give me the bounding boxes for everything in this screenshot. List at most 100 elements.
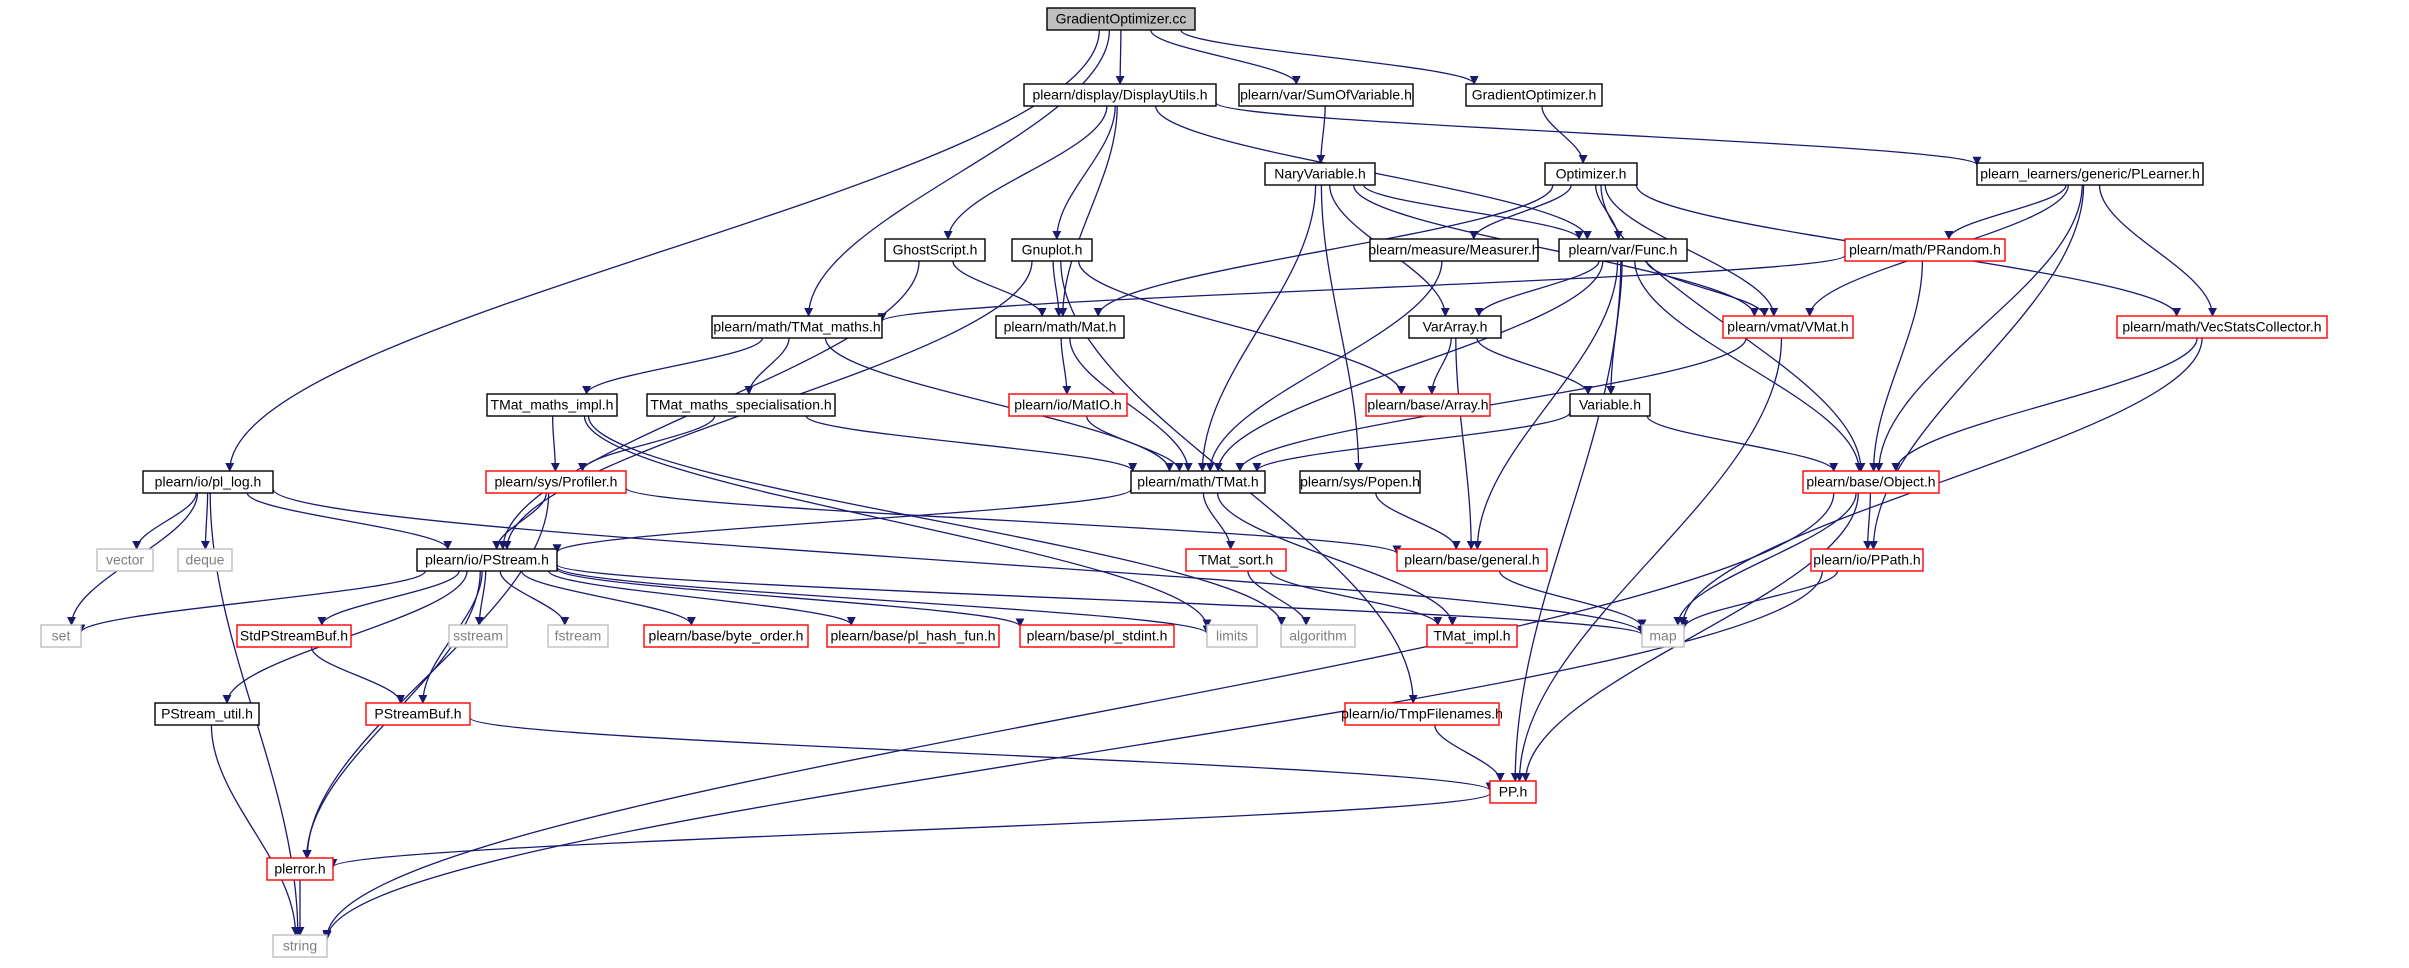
- node-optimizer[interactable]: Optimizer.h: [1544, 162, 1638, 186]
- include-edge-displayutils-to-ghostscript: [943, 105, 1108, 240]
- node-box: [1396, 548, 1548, 572]
- node-box: [2116, 315, 2328, 339]
- node-box: [1810, 548, 1924, 572]
- node-label: plearn/io/TmpFilenames.h: [1341, 706, 1503, 722]
- include-edge-mat-to-matio: [1060, 337, 1072, 395]
- node-popen[interactable]: plearn/sys/Popen.h: [1299, 470, 1421, 494]
- include-edge-ghostscript-to-mat: [952, 260, 1047, 317]
- node-byte-order[interactable]: plearn/base/byte_order.h: [643, 624, 809, 648]
- include-edge-measurer-to-tmat: [1205, 260, 1443, 472]
- node-variable[interactable]: Variable.h: [1569, 393, 1651, 417]
- node-label: GhostScript.h: [893, 242, 978, 258]
- node-tmat-impl[interactable]: TMat_impl.h: [1426, 624, 1518, 648]
- node-fstream: fstream: [547, 624, 609, 648]
- node-vararray[interactable]: VarArray.h: [1408, 315, 1502, 339]
- node-tmpfilenames[interactable]: plearn/io/TmpFilenames.h: [1341, 702, 1503, 726]
- include-edge-optimizer-to-vmat: [1604, 184, 1779, 317]
- node-pstream-util[interactable]: PStream_util.h: [154, 702, 260, 726]
- node-pp[interactable]: PP.h: [1489, 780, 1537, 804]
- include-edge-naryvariable-to-func: [1363, 184, 1584, 240]
- include-edge-tmat_maths-to-tmat_maths_impl: [582, 337, 764, 395]
- include-edge-pstream-to-sstream: [474, 570, 487, 626]
- include-edge-vmat-to-pp: [1515, 337, 1783, 782]
- node-pstream[interactable]: plearn/io/PStream.h: [416, 548, 558, 572]
- node-measurer[interactable]: plearn/measure/Measurer.h: [1368, 238, 1540, 262]
- node-box: [272, 934, 328, 958]
- node-box: [1206, 624, 1258, 648]
- node-label: set: [52, 628, 71, 644]
- include-edge-tmat_maths_impl-to-limits: [583, 415, 1212, 629]
- node-gradopt-cc[interactable]: GradientOptimizer.cc: [1046, 7, 1196, 31]
- node-func[interactable]: plearn/var/Func.h: [1558, 238, 1688, 262]
- node-label: plearn/math/VecStatsCollector.h: [2122, 319, 2321, 335]
- node-box: [486, 393, 618, 417]
- include-edge-tmat-to-tmat_sort: [1202, 492, 1236, 550]
- node-pl-hash-fun[interactable]: plearn/base/pl_hash_fun.h: [826, 624, 1000, 648]
- node-label: TMat_impl.h: [1433, 628, 1510, 644]
- include-edge-ppath-to-string: [322, 570, 1823, 941]
- include-edge-pstream-to-limits: [556, 566, 1212, 635]
- node-prandom[interactable]: plearn/math/PRandom.h: [1844, 238, 2006, 262]
- include-edge-pstream-to-pl_stdint: [556, 568, 1025, 628]
- include-edge-plearner-to-object: [1874, 184, 2083, 472]
- node-matio[interactable]: plearn/io/MatIO.h: [1008, 393, 1128, 417]
- node-object[interactable]: plearn/base/Object.h: [1802, 470, 1940, 494]
- include-edge-tmpfilenames-to-pp: [1434, 724, 1505, 782]
- node-label: plearn/var/SumOfVariable.h: [1240, 87, 1412, 103]
- node-label: plearn/math/PRandom.h: [1849, 242, 2001, 258]
- node-ghostscript[interactable]: GhostScript.h: [884, 238, 986, 262]
- node-box: [646, 393, 836, 417]
- node-label: map: [1649, 628, 1676, 644]
- node-pstreambuf[interactable]: PStreamBuf.h: [365, 702, 471, 726]
- node-tmat-maths-spec[interactable]: TMat_maths_specialisation.h: [646, 393, 836, 417]
- node-label: plearn/base/pl_stdint.h: [1027, 628, 1168, 644]
- include-edge-stdpstreambuf-to-pstreambuf: [310, 646, 405, 704]
- node-box: [547, 624, 609, 648]
- node-pl-log[interactable]: plearn/io/pl_log.h: [142, 470, 274, 494]
- include-edge-pp-to-plerror: [328, 792, 1491, 868]
- node-box: [711, 315, 883, 339]
- node-ppath[interactable]: plearn/io/PPath.h: [1810, 548, 1924, 572]
- node-plearner[interactable]: plearn_learners/generic/PLearner.h: [1976, 162, 2204, 186]
- node-label: plearn/base/general.h: [1404, 552, 1539, 568]
- node-label: sstream: [453, 628, 503, 644]
- node-tmat-sort[interactable]: TMat_sort.h: [1185, 548, 1287, 572]
- include-edge-func-to-object: [1634, 260, 1864, 472]
- node-gradopt-h[interactable]: GradientOptimizer.h: [1465, 83, 1603, 107]
- include-edge-func-to-tmat: [1213, 260, 1604, 472]
- node-tmat-maths-impl[interactable]: TMat_maths_impl.h: [486, 393, 618, 417]
- node-general[interactable]: plearn/base/general.h: [1396, 548, 1548, 572]
- include-edge-gradopt_cc-to-sumofvariable: [1150, 29, 1301, 85]
- node-array[interactable]: plearn/base/Array.h: [1365, 393, 1491, 417]
- node-plerror[interactable]: plerror.h: [266, 857, 334, 881]
- node-set: set: [40, 624, 82, 648]
- include-edge-plearner-to-vecstats: [2098, 184, 2217, 317]
- include-edge-tmat_maths-to-tmat: [824, 337, 1174, 472]
- node-displayutils[interactable]: plearn/display/DisplayUtils.h: [1023, 83, 1217, 107]
- include-edge-popen-to-general: [1375, 492, 1461, 550]
- include-edge-pstream-to-byte_order: [520, 570, 696, 626]
- include-edge-func-to-pp: [1510, 260, 1622, 782]
- include-edge-vararray-to-variable: [1476, 337, 1593, 395]
- node-sumofvariable[interactable]: plearn/var/SumOfVariable.h: [1238, 83, 1414, 107]
- include-edge-pl_log-to-deque: [200, 492, 210, 550]
- node-tmat[interactable]: plearn/math/TMat.h: [1130, 470, 1266, 494]
- node-box: [1641, 624, 1685, 648]
- node-label: VarArray.h: [1423, 319, 1488, 335]
- node-pl-stdint[interactable]: plearn/base/pl_stdint.h: [1019, 624, 1175, 648]
- node-box: [1299, 470, 1421, 494]
- node-vmat[interactable]: plearn/vmat/VMat.h: [1722, 315, 1854, 339]
- node-stdpstreambuf[interactable]: StdPStreamBuf.h: [236, 624, 352, 648]
- node-box: [1280, 624, 1356, 648]
- node-gnuplot[interactable]: Gnuplot.h: [1011, 238, 1093, 262]
- include-edge-object-to-ppath: [1863, 492, 1873, 550]
- include-edge-vmat-to-tmat: [1235, 337, 1747, 472]
- node-naryvariable[interactable]: NaryVariable.h: [1264, 162, 1376, 186]
- node-box: [884, 238, 986, 262]
- node-profiler[interactable]: plearn/sys/Profiler.h: [485, 470, 627, 494]
- node-mat[interactable]: plearn/math/Mat.h: [995, 315, 1125, 339]
- node-vecstats[interactable]: plearn/math/VecStatsCollector.h: [2116, 315, 2328, 339]
- include-edge-pstream-to-set: [76, 570, 426, 634]
- node-tmat-maths[interactable]: plearn/math/TMat_maths.h: [711, 315, 883, 339]
- node-box: [1544, 162, 1638, 186]
